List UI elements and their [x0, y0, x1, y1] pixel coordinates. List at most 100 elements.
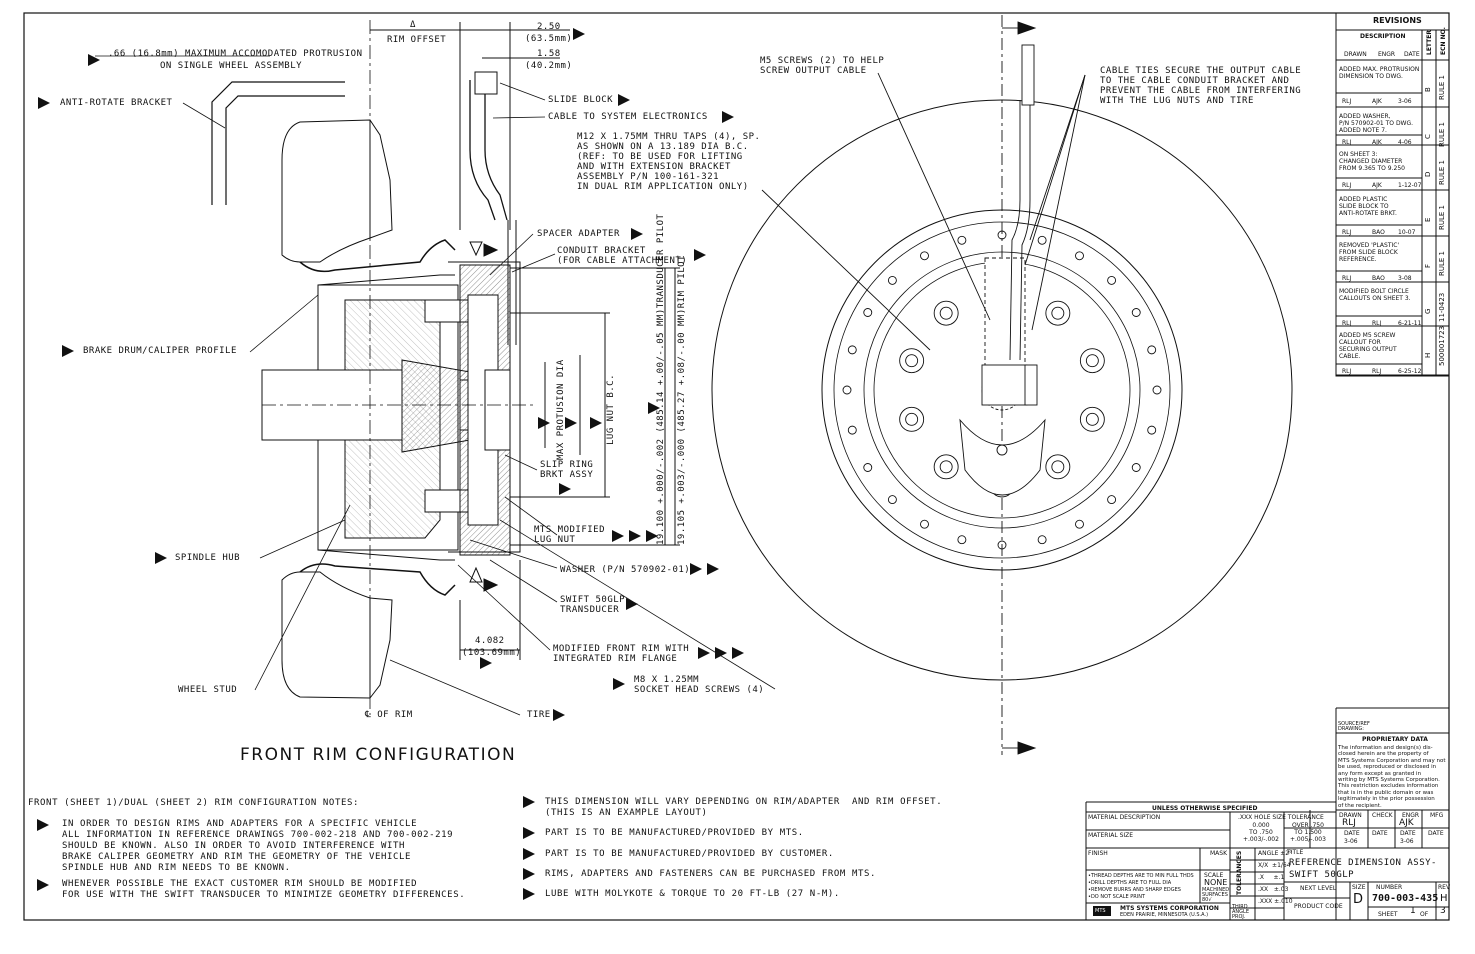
revision-letter: C [1424, 134, 1432, 139]
outer-bolt-hole [1131, 463, 1141, 472]
tb-notes: •THREAD DEPTHS ARE TO MIN FULL THDS •DRI… [1088, 873, 1194, 900]
mts-logo [1093, 906, 1111, 916]
tb-number-label: NUMBER [1376, 884, 1403, 891]
revision-drawn: RLJ [1342, 98, 1352, 105]
revision-date: 1-12-07 [1398, 182, 1422, 189]
slip-ring-brkt: SLIP RING BRKT ASSY [540, 460, 594, 480]
note-flag-7-icon [613, 678, 625, 690]
proprietary-title: PROPRIETARY DATA [1362, 736, 1428, 743]
outer-bolt-hole [887, 275, 897, 285]
revision-drawn: RLJ [1342, 229, 1352, 236]
tb-engr-label: ENGR [1402, 812, 1420, 819]
revision-date: 6-25-12 [1398, 368, 1422, 375]
lug-nut-stud [905, 412, 919, 426]
tb-drawn-date: 3-06 [1344, 838, 1358, 845]
outer-bolt-hole [1037, 235, 1047, 245]
outer-bolt-hole [847, 425, 857, 435]
note-flag-3-icon [538, 417, 550, 429]
lug-nut [933, 454, 959, 480]
note-4-flag-icon [523, 827, 535, 839]
revision-date: 10-07 [1398, 229, 1416, 236]
tb-size-label: SIZE [1352, 884, 1366, 891]
note-flag-1-icon [155, 552, 167, 564]
lug-nut [899, 348, 925, 374]
revision-description: ON SHEET 3: CHANGED DIAMETER FROM 9.365 … [1339, 151, 1405, 172]
revision-ecn: RULE 1 [1438, 160, 1446, 185]
lug-nut [1079, 348, 1105, 374]
rev-col-letter: LETTER [1426, 30, 1433, 55]
outer-bolt-hole [920, 251, 929, 261]
brake-drum-profile: BRAKE DRUM/CALIPER PROFILE [83, 346, 237, 356]
revision-date: 3-08 [1398, 275, 1412, 282]
note-flag-5-icon [618, 94, 630, 106]
outer-bolt-hole [957, 235, 967, 245]
revision-date: 6-21-11 [1398, 320, 1422, 327]
tb-check-label: CHECK [1372, 812, 1393, 819]
tb-xx: .XX ±.03 [1258, 886, 1289, 893]
tb-scale: NONE [1204, 878, 1228, 887]
washer: WASHER (P/N 570902-01) [560, 565, 691, 575]
tb-mfg-label: MFG [1430, 812, 1444, 819]
dim-250: 2.50 [537, 22, 561, 32]
tb-xxx: .XXX ±.010 [1258, 898, 1293, 905]
dim-4082-mm: (103.69mm) [462, 648, 522, 658]
tb-frac: X/X ±1/64 [1258, 862, 1291, 869]
revision-drawn: RLJ [1342, 139, 1352, 146]
outer-bolt-hole [957, 535, 967, 545]
note-flag-5-icon [553, 709, 565, 721]
note-flag-4-icon [573, 28, 585, 40]
m8-screws: M8 X 1.25MM SOCKET HEAD SCREWS (4) [634, 675, 765, 695]
tb-material-size: MATERIAL SIZE [1088, 832, 1134, 839]
max-protrusion: .66 (16.8mm) MAXIMUM ACCOMODATED PROTRUS… [108, 49, 363, 59]
lug-nut [933, 300, 959, 326]
outer-bolt-hole [920, 519, 929, 529]
note-1: IN ORDER TO DESIGN RIMS AND ADAPTERS FOR… [62, 819, 454, 873]
mts-lug-nut: MTS MODIFIED LUG NUT [534, 525, 606, 545]
revision-letter: E [1424, 217, 1432, 222]
spacer-adapter: SPACER ADAPTER [537, 229, 620, 239]
note-flag-1-icon [590, 417, 602, 429]
tb-company: MTS SYSTEMS CORPORATION [1120, 905, 1219, 912]
section-view [211, 20, 680, 715]
source-ref: SOURCE/REF DRAWING: [1338, 721, 1370, 732]
revision-engr: AJK [1372, 98, 1382, 105]
lug-nut-bc: LUG NUT B.C. [606, 373, 616, 445]
tb-rev: H [1440, 893, 1448, 904]
tb-engr-date: 3-06 [1400, 838, 1414, 845]
note-flag-1-icon [62, 345, 74, 357]
lug-nut [1079, 406, 1105, 432]
tb-date-label-2: DATE [1372, 830, 1388, 837]
tb-date-label-4: DATE [1428, 830, 1444, 837]
tb-title: REFERENCE DIMENSION ASSY- SWIFT 50GLP [1289, 858, 1437, 880]
revision-description: REMOVED 'PLASTIC' FROM SLIDE BLOCK REFER… [1339, 242, 1400, 263]
outer-bolt-hole [863, 308, 873, 317]
revision-letter: F [1424, 263, 1432, 268]
revision-drawn: RLJ [1342, 320, 1352, 327]
rev-sub-drawn: DRAWN [1344, 51, 1367, 58]
outer-bolt-hole [1037, 535, 1047, 545]
tb-engr: AJK [1399, 818, 1414, 828]
conduit-bracket: CONDUIT BRACKET (FOR CABLE ATTACHMENT) [557, 246, 688, 266]
note-flag-1-icon [612, 530, 624, 542]
tb-finish: FINISH [1088, 850, 1108, 857]
tb-date-label-1: DATE [1344, 830, 1360, 837]
revision-ecn: RULE 1 [1438, 75, 1446, 100]
note-flag-3-icon [480, 657, 492, 669]
note-flag-6-icon [629, 530, 641, 542]
outer-bolt-hole [997, 540, 1007, 550]
tb-of-label: OF [1420, 911, 1429, 918]
note-flag-3-icon [646, 530, 658, 542]
note-2-flag-icon [37, 879, 49, 891]
cable-to-system: CABLE TO SYSTEM ELECTRONICS [548, 112, 708, 122]
dim-158-mm: (40.2mm) [525, 61, 573, 71]
note-6-flag-icon [523, 868, 535, 880]
m12-taps: M12 X 1.75MM THRU TAPS (4), SP. AS SHOWN… [577, 132, 761, 192]
tb-company-loc: EDEN PRAIRIE, MINNESOTA (U.S.A.) [1120, 912, 1209, 918]
revision-letter: D [1424, 171, 1432, 177]
revision-letter: H [1424, 352, 1432, 358]
rim-pilot: 19.105 +.003/-.000 (485.27 +.08/-.00 MM)… [677, 254, 687, 545]
note-flag-4-icon [559, 483, 571, 495]
revision-engr: BAO [1372, 229, 1385, 236]
note-5-flag-icon [523, 848, 535, 860]
